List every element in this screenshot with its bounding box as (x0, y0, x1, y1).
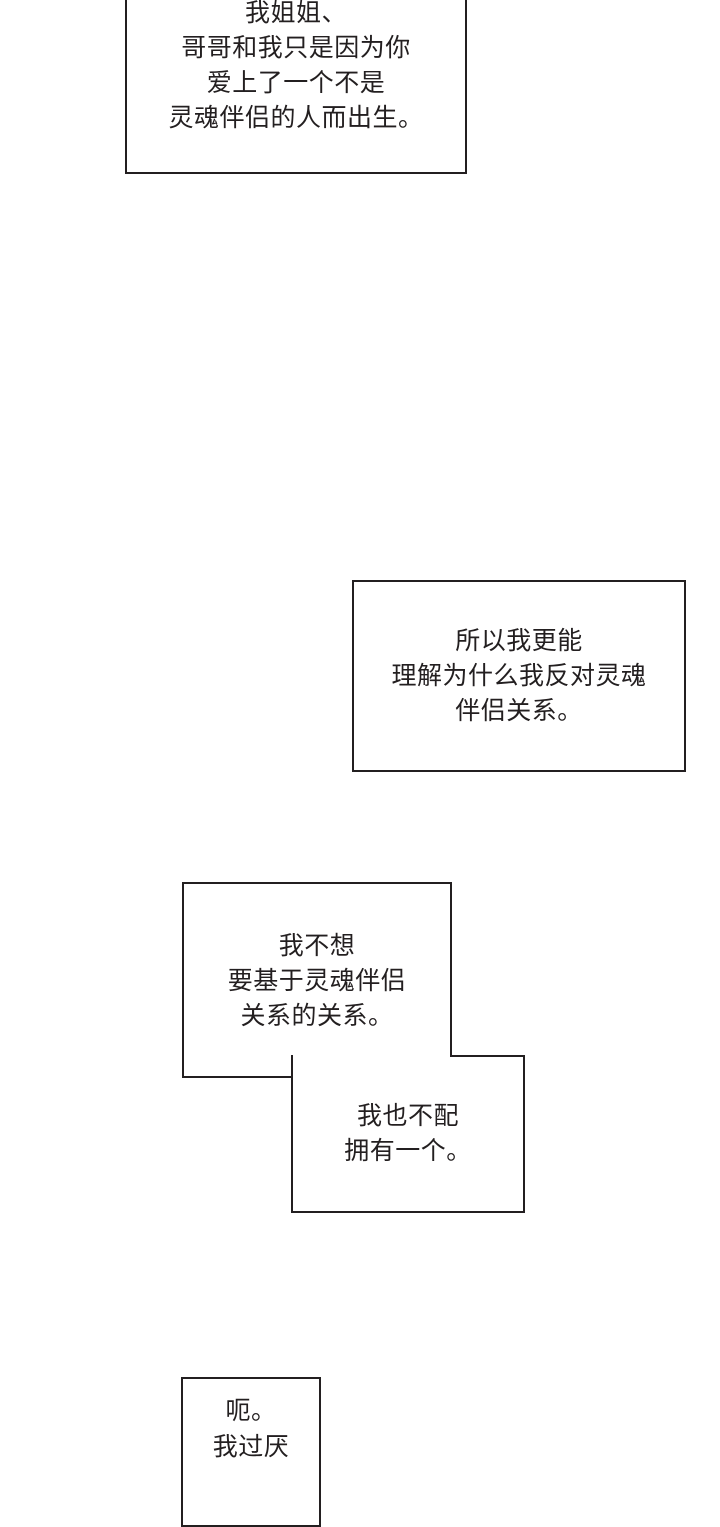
speech-bubble-bottom: 呃。 我过厌 (181, 1377, 321, 1527)
bubble-seam-patch (293, 1053, 450, 1058)
comic-page: 我姐姐、 哥哥和我只是因为你 爱上了一个不是 灵魂伴侣的人而出生。 所以我更能 … (125, 0, 686, 1527)
speech-bubble-third-lower: 我也不配 拥有一个。 (291, 1055, 525, 1213)
speech-bubble-second: 所以我更能 理解为什么我反对灵魂 伴侣关系。 (352, 580, 686, 772)
speech-bubble-third-upper: 我不想 要基于灵魂伴侣 关系的关系。 (182, 882, 452, 1078)
bubble-border-segment (182, 1076, 293, 1078)
speech-bubble-top: 我姐姐、 哥哥和我只是因为你 爱上了一个不是 灵魂伴侣的人而出生。 (125, 0, 467, 174)
